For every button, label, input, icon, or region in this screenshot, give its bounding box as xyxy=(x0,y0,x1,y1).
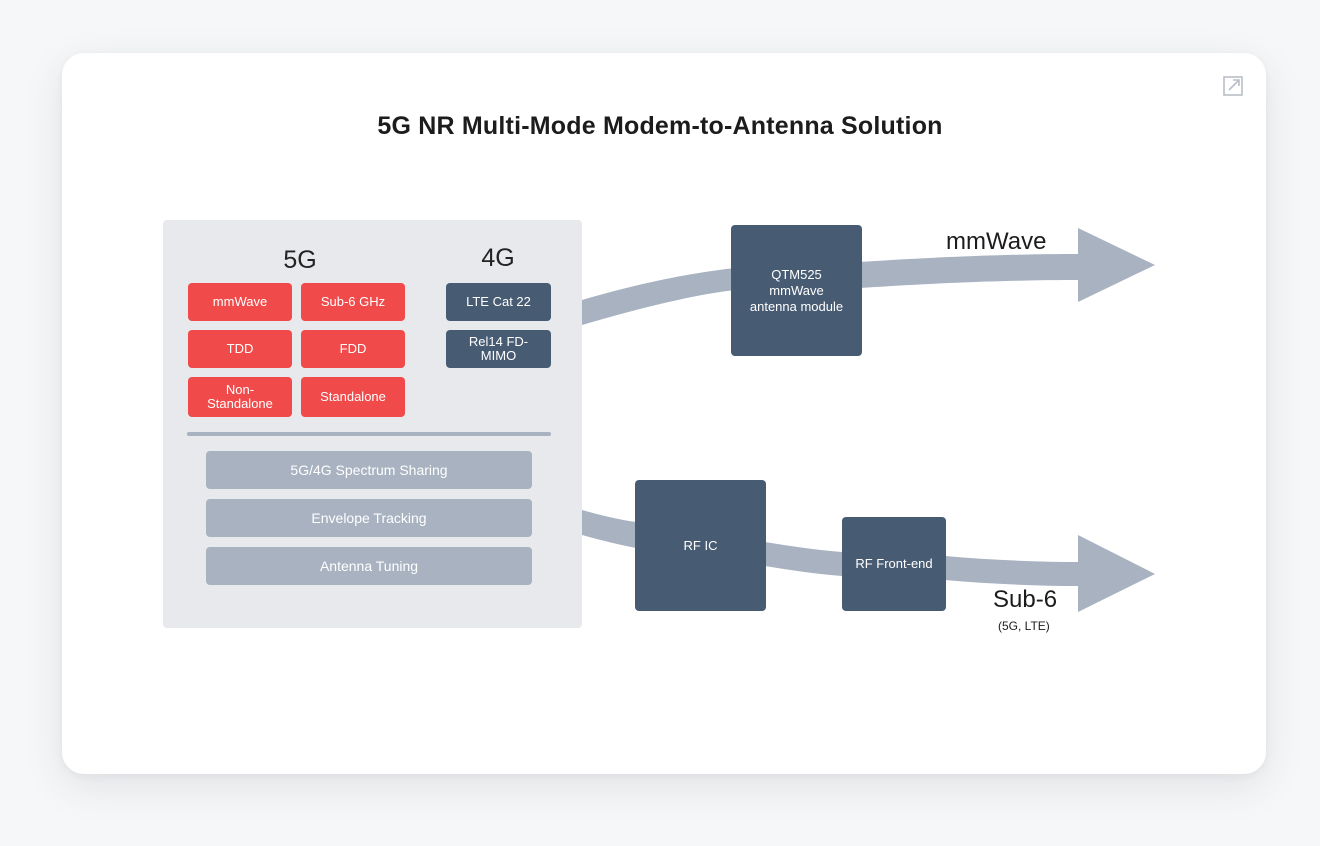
feature-envelope-tracking: Envelope Tracking xyxy=(206,499,532,537)
column-5g-heading: 5G xyxy=(283,246,317,274)
chip-4g-lte-cat22: LTE Cat 22 xyxy=(446,283,551,321)
qtm525-module-desc: mmWave antenna module xyxy=(749,282,844,314)
feature-spectrum-sharing: 5G/4G Spectrum Sharing xyxy=(206,451,532,489)
mmwave-output-label: mmWave xyxy=(946,228,1047,255)
sub6-output-label: Sub-6 xyxy=(993,586,1058,613)
chip-5g-standalone: Standalone xyxy=(301,377,405,417)
chip-5g-mmwave: mmWave xyxy=(188,283,292,321)
panel-divider xyxy=(187,432,551,436)
mmwave-arrowhead xyxy=(1078,228,1155,302)
rf-ic-block: RF IC xyxy=(635,480,766,611)
chip-5g-non-standalone: Non-Standalone xyxy=(188,377,292,417)
chip-5g-fdd: FDD xyxy=(301,330,405,368)
sub6-arrow-body-2 xyxy=(765,542,842,576)
sub6-arrow-body-3 xyxy=(945,556,1080,586)
feature-antenna-tuning: Antenna Tuning xyxy=(206,547,532,585)
chip-5g-sub6: Sub-6 GHz xyxy=(301,283,405,321)
chip-4g-rel14-fd-mimo: Rel14 FD-MIMO xyxy=(446,330,551,368)
mmwave-arrow-tail xyxy=(860,254,1080,288)
diagram-title: 5G NR Multi-Mode Modem-to-Antenna Soluti… xyxy=(377,112,943,140)
external-link-icon[interactable] xyxy=(1222,75,1244,97)
column-4g-heading: 4G xyxy=(481,244,515,272)
sub6-output-sublabel: (5G, LTE) xyxy=(998,619,1050,633)
rf-front-end-block: RF Front-end xyxy=(842,517,946,611)
sub6-arrowhead xyxy=(1078,535,1155,612)
chip-5g-tdd: TDD xyxy=(188,330,292,368)
sub6-arrow-body-1 xyxy=(582,510,636,548)
qtm525-module-name: QTM525 xyxy=(771,266,822,282)
mmwave-arrow-body xyxy=(582,268,735,325)
qtm525-module: QTM525 mmWave antenna module xyxy=(731,225,862,356)
